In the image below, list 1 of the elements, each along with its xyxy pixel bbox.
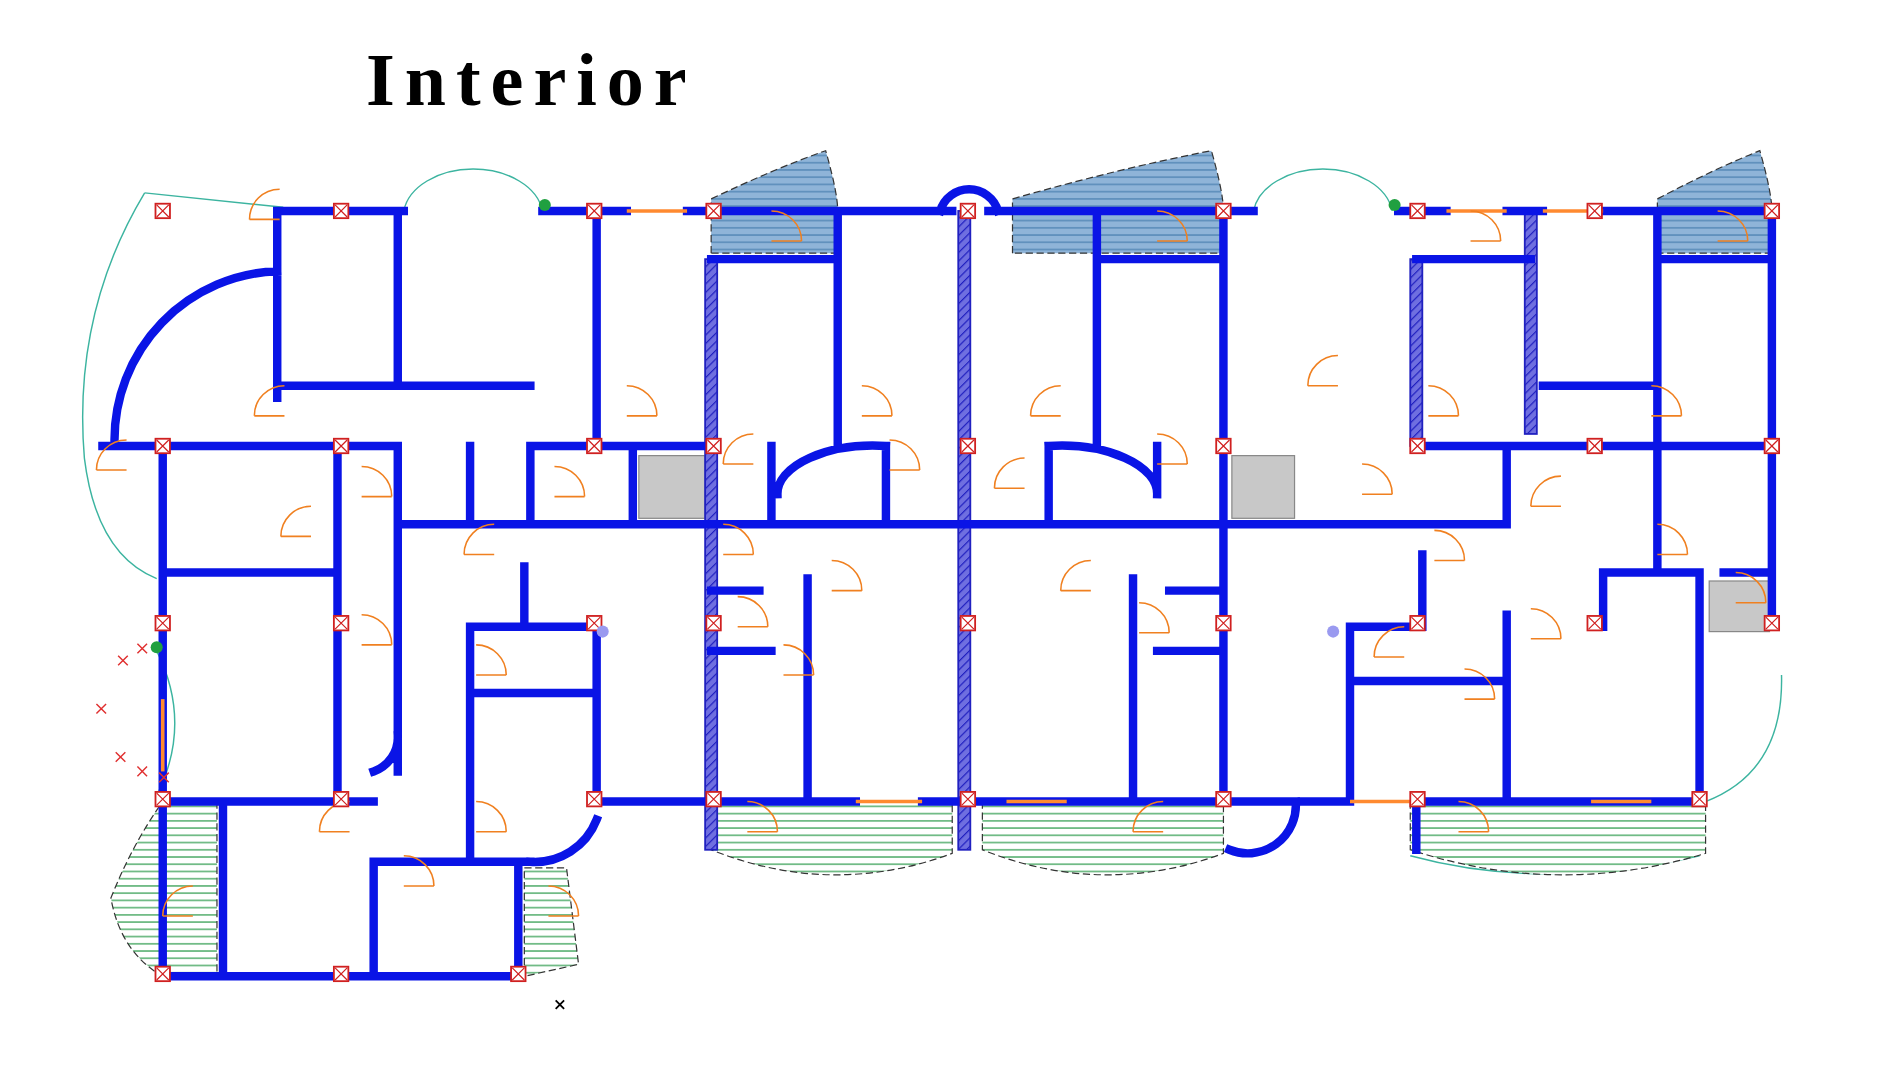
title: Interior <box>366 38 697 123</box>
